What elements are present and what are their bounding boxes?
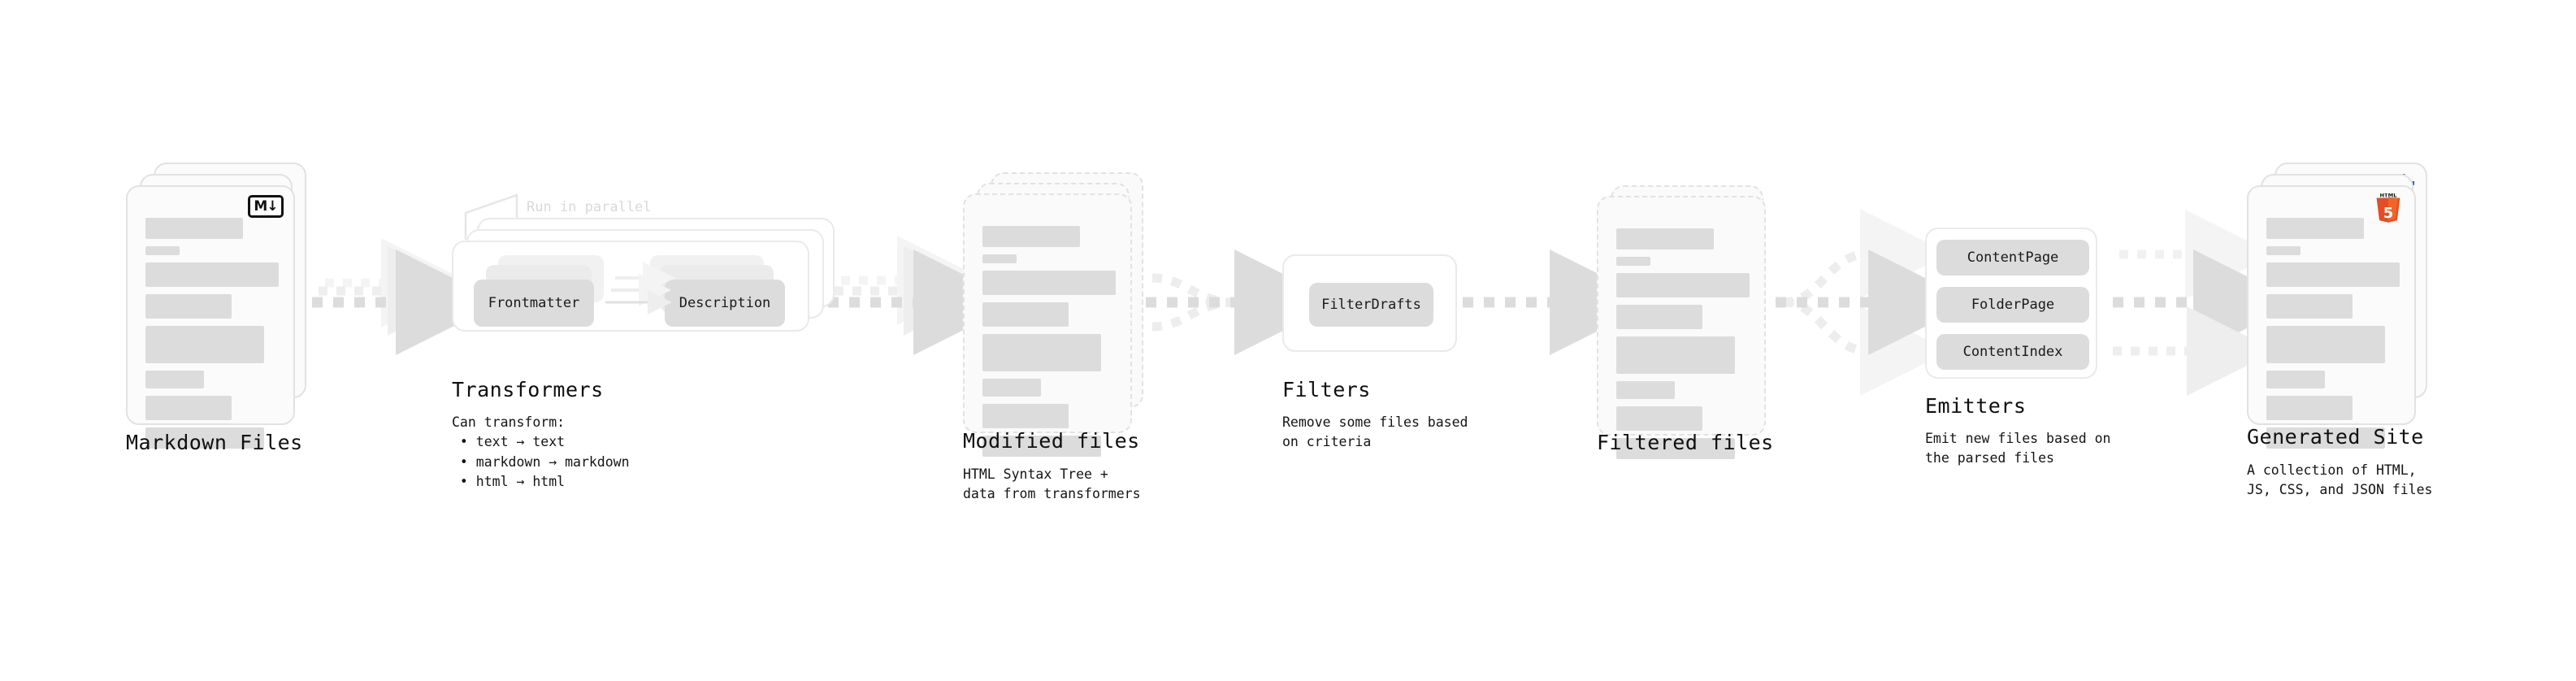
transformer-chip-frontmatter[interactable]: Frontmatter [474,280,594,327]
file-skeleton-content [982,226,1116,464]
connector-filtered-to-emitters [1776,209,1974,396]
file-skeleton-content [1616,228,1750,466]
generated-site-title: Generated Site [2247,425,2424,449]
filters-title: Filters [1282,378,1371,401]
transformers-subtitle: Can transform: • text → text • markdown … [452,414,630,490]
filtered-file-card-front [1597,196,1766,459]
connector-modified-to-filters [1146,249,1340,355]
transformer-chip-description[interactable]: Description [665,280,785,327]
emitter-chip-folderpage[interactable]: FolderPage [1936,287,2089,323]
connector-transformers-to-modified [828,236,1019,355]
modified-files-title: Modified files [963,429,1140,453]
modified-files-stack [963,172,1150,457]
filters-panel: FilterDrafts [1282,254,1457,352]
transformers-title: Transformers [452,378,604,401]
markdown-icon: M↓ [248,195,284,218]
svg-text:5: 5 [2383,205,2394,222]
emitters-subtitle: Emit new files based on the parsed files [1925,431,2111,466]
markdown-files-stack: M↓ [126,163,313,449]
connector-markdown-to-transformers [312,238,501,355]
html5-icon: HTML 5 [2372,193,2405,229]
modified-file-card-front [963,193,1132,457]
emitter-chip-contentindex[interactable]: ContentIndex [1936,334,2089,370]
filtered-files-stack [1597,185,1784,459]
generated-file-card-html: HTML 5 [2247,185,2416,449]
filter-chip-filterdrafts[interactable]: FilterDrafts [1309,283,1433,327]
file-skeleton-content [145,218,279,456]
file-skeleton-content [2266,218,2400,456]
connector-emitters-to-site [2113,210,2299,396]
generated-site-stack: CSS HTML 5 [2247,163,2434,449]
emitter-chip-contentpage[interactable]: ContentPage [1936,240,2089,275]
markdown-files-title: Markdown Files [126,431,303,454]
filters-subtitle: Remove some files based on criteria [1282,414,1468,450]
emitters-title: Emitters [1925,394,2027,418]
svg-text:HTML: HTML [2379,193,2397,199]
modified-files-subtitle: HTML Syntax Tree + data from transformer… [963,466,1141,502]
markdown-file-card-front: M↓ [126,185,295,449]
generated-site-subtitle: A collection of HTML, JS, CSS, and JSON … [2247,462,2433,498]
filtered-files-title: Filtered files [1597,431,1774,454]
emitters-panel: ContentPage FolderPage ContentIndex [1925,228,2097,379]
run-in-parallel-label: Run in parallel [527,199,652,215]
